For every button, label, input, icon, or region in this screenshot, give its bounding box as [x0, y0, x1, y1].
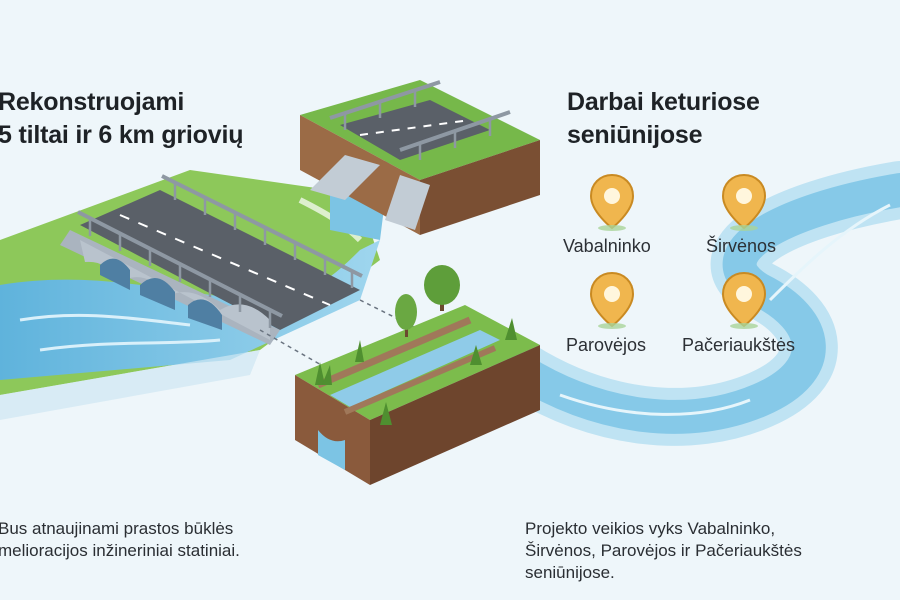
left-caption-line2: melioracijos inžineriniai statiniai. — [0, 541, 240, 560]
right-heading: Darbai keturiose seniūnijose — [567, 86, 867, 152]
pin-sirvenos — [721, 173, 767, 231]
connector-line — [259, 329, 331, 371]
right-heading-line2: seniūnijose — [567, 121, 703, 149]
right-caption-line2: Širvėnos, Parovėjos ir Pačeriaukštės — [525, 541, 802, 560]
right-caption: Projekto veikios vyks Vabalninko, Širvėn… — [525, 518, 875, 584]
pin-paceriaukstes — [721, 271, 767, 329]
location-label-parovejos: Parovėjos — [566, 335, 647, 355]
pin-parovejos — [589, 271, 635, 329]
pin-vabalninko — [589, 173, 635, 231]
connector-line-2 — [359, 299, 421, 331]
left-caption: Bus atnaujinami prastos būklės melioraci… — [0, 518, 328, 562]
location-label-paceriaukstes: Pačeriaukštės — [682, 335, 796, 355]
right-caption-line3: seniūnijose. — [525, 563, 615, 582]
location-label-sirvenos: Širvėnos — [706, 236, 777, 256]
ditch-block — [295, 265, 540, 485]
right-heading-line1: Darbai keturiose — [567, 88, 760, 116]
left-heading-line2: 5 tiltai ir 6 km griovių — [0, 121, 244, 149]
left-heading: Rekonstruojami 5 tiltai ir 6 km griovių — [0, 86, 298, 152]
arched-bridge — [60, 174, 363, 345]
right-caption-line1: Projekto veikios vyks Vabalninko, — [525, 519, 776, 538]
winding-river — [491, 161, 900, 446]
left-caption-line1: Bus atnaujinami prastos būklės — [0, 519, 234, 538]
culvert-bridge-block — [300, 80, 540, 235]
location-label-vabalninko: Vabalninko — [563, 236, 651, 256]
left-heading-line1: Rekonstruojami — [0, 88, 185, 116]
